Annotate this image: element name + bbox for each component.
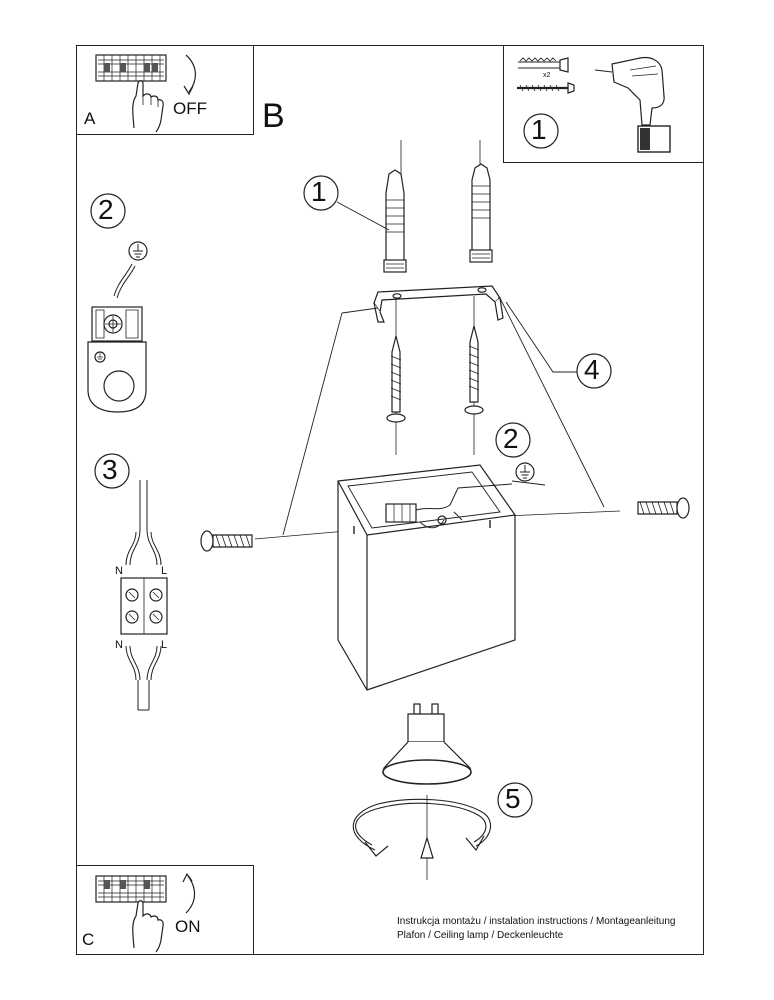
earth-terminal-icon (87, 263, 147, 413)
panel-c-letter: C (82, 930, 95, 949)
panel-b-letter: B (262, 97, 285, 135)
breaker-panel-off-icon (95, 54, 196, 133)
wiring-connector-icon (120, 480, 168, 711)
mounting-bracket (373, 285, 504, 323)
step-5-bulb-number: 5 (505, 783, 521, 814)
live-top-label: L (161, 565, 168, 577)
instruction-frame (76, 45, 704, 955)
step-1-anchor-number: 1 (311, 176, 327, 207)
panel-a-off-label: OFF (173, 99, 207, 118)
step-2-main-number: 2 (503, 423, 519, 454)
panel-a-letter: A (84, 109, 96, 128)
dowel-quantity: x2 (543, 72, 551, 79)
step-3-wiring-number: 3 (102, 454, 118, 485)
step-1-tools-marker (523, 113, 559, 149)
step-3-wiring-marker (94, 453, 130, 489)
leader-lines (336, 201, 577, 486)
step-4-bracket-marker (576, 353, 612, 389)
step-5-bulb-marker (497, 782, 533, 818)
step-4-bracket-number: 4 (584, 354, 600, 385)
drill-icon (594, 56, 671, 153)
screw-right (464, 325, 484, 415)
step-1-tools-number: 1 (531, 114, 547, 145)
step-2-wiring-marker (495, 422, 531, 458)
live-bottom-label: L (161, 639, 168, 651)
step-2-earth-marker (90, 193, 126, 229)
panel-c-on-label: ON (175, 917, 201, 936)
screw-left (386, 335, 406, 423)
lamp-body (337, 464, 516, 691)
neutral-bottom-label: N (115, 639, 123, 651)
wall-anchor-right (469, 163, 493, 263)
step-1-anchor-marker (303, 175, 339, 211)
breaker-panel-on-icon (95, 872, 196, 953)
projection-guide (282, 297, 605, 536)
earth-symbol-main-icon (515, 462, 535, 482)
dowel-icon (518, 57, 569, 73)
side-screw-left (200, 530, 253, 552)
footer-product: Plafon / Ceiling lamp / Deckenleuchte (397, 930, 564, 941)
gu10-bulb (382, 703, 472, 785)
earth-symbol-icon (128, 241, 148, 261)
rotate-arrow-icon (352, 798, 492, 859)
footer-instructions: Instrukcja montażu / instalation instruc… (397, 916, 676, 927)
screw-icon (517, 82, 575, 94)
neutral-top-label: N (115, 565, 123, 577)
wall-anchor-left (383, 169, 407, 273)
step-2-earth-number: 2 (98, 194, 114, 225)
side-screw-right (637, 497, 690, 519)
